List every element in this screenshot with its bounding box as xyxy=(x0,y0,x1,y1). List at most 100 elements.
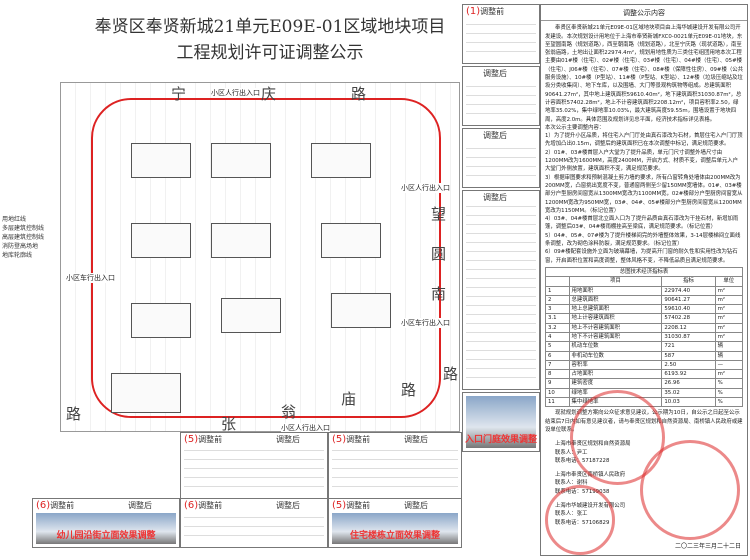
table-cell: 容积率 xyxy=(568,359,663,371)
table-cell: m² xyxy=(714,294,744,306)
table-cell: — xyxy=(714,359,744,371)
table-cell: 57402.28 xyxy=(661,313,716,324)
notice-closing: 现就规划调整方案向公众征求意见建议，公示期为10日，自公示之日起至公示结束后7日… xyxy=(545,410,743,433)
panel-num: (6) xyxy=(184,500,199,511)
panel-num: (5) xyxy=(332,500,347,511)
table-cell: 总建筑面积 xyxy=(568,294,663,306)
contact-phone: 联系电话：57199038 xyxy=(555,488,610,495)
table-cell: 2208.12 xyxy=(661,322,716,334)
table-cell: 3.2 xyxy=(545,322,570,334)
legend-item: 高层建筑控制线 xyxy=(2,234,45,241)
panel-label: 调整后 xyxy=(276,501,300,510)
table-cell: % xyxy=(714,397,744,408)
table-cell: 地上计容建筑面积 xyxy=(568,313,663,324)
building-block xyxy=(131,143,191,178)
building-block xyxy=(311,143,371,178)
panel-6-elevation: (6)调整前 调整后 xyxy=(180,498,328,548)
panel-label: 调整后 xyxy=(404,435,428,444)
contact-person: 联系人：尹工 xyxy=(555,449,588,456)
table-cell: 3.1 xyxy=(545,313,570,324)
adjustment-item: 3）根据审图要求和预制混凝土剪力墙的要求，所有凸窗转角处墙体由200MM改为20… xyxy=(545,174,743,214)
table-cell: 587 xyxy=(661,350,716,361)
table-cell: 8 xyxy=(545,369,570,380)
panel-label: 调整后 xyxy=(128,501,152,510)
table-cell: 6193.92 xyxy=(661,369,716,380)
table-cell: m² xyxy=(714,304,744,315)
legend-item: 多层建筑控制线 xyxy=(2,225,45,232)
road-label: 路 xyxy=(351,85,367,103)
panel-caption: 入口门庭效果调整 xyxy=(464,435,537,445)
road-label: 宁 xyxy=(171,85,187,103)
page-title: 奉贤区奉贤新城21单元E09E-01区域地块项目 工程规划许可证调整公示 xyxy=(90,14,450,66)
table-cell: 绿地率 xyxy=(568,387,663,399)
road-label: 圆 xyxy=(431,245,447,263)
panel-entrance: 入口门庭效果调整 xyxy=(462,392,540,452)
residential-photo xyxy=(332,513,458,544)
road-label: 庙 xyxy=(341,390,357,408)
items-heading: 本次公示主要调整内容： xyxy=(545,124,605,131)
panel-label: 调整后 xyxy=(404,501,428,510)
panel-num: (5) xyxy=(332,434,347,445)
panel-label: 调整后 xyxy=(483,131,507,140)
panel-5-elevation-b: (5)调整前 调整后 xyxy=(328,432,462,499)
table-cell: 6 xyxy=(545,350,570,361)
table-cell: 5 xyxy=(545,341,570,352)
contact-person: 联系人：张工 xyxy=(555,511,588,518)
contact-org: 上海市奉贤区南桥镇人民政府 xyxy=(555,472,626,479)
building-block xyxy=(321,223,381,258)
building-block xyxy=(131,223,191,258)
notice-intro: 奉贤区奉贤新城21单元E09E-01区域地块项目由上海华城建设开发有限公司开发建… xyxy=(545,25,744,123)
kindergarten-photo xyxy=(36,513,176,544)
adjustment-item: 2）01#、03#楼首层入户大堂为了提升品质，单元门尺寸调整外墙尺寸由1200M… xyxy=(545,149,739,173)
contact-block: 上海市华城建设开发有限公司联系人：张工联系电话：57106829 xyxy=(545,502,743,527)
panel-after: 调整后 xyxy=(462,128,540,188)
panel-label: 调整前 xyxy=(50,501,75,510)
panel-after: 调整后 xyxy=(462,190,540,390)
building-block xyxy=(131,303,191,338)
table-cell: 2.50 xyxy=(661,359,716,371)
road-label: 路 xyxy=(66,405,82,423)
building-block xyxy=(111,373,181,413)
table-cell: 31030.87 xyxy=(661,331,716,343)
legend: 用地红线 多层建筑控制线 高层建筑控制线 消防登高场地 地库轮廓线 xyxy=(2,215,44,260)
table-cell: 辆 xyxy=(714,350,744,361)
panel-num: (6) xyxy=(36,500,51,511)
table-cell: 22974.40 xyxy=(661,285,716,296)
table-cell: % xyxy=(714,378,744,389)
table-cell: 建筑密度 xyxy=(568,378,663,389)
entrance-label: 小区车行出入口 xyxy=(66,273,115,283)
notice-panel: 调整公示内容 奉贤区奉贤新城21单元E09E-01区域地块项目由上海华城建设开发… xyxy=(540,4,748,556)
contact-block: 上海市奉贤区规划和自然资源局联系人：尹工联系电话：57187228 xyxy=(545,440,743,465)
road-label: 翁 xyxy=(281,403,297,421)
contact-phone: 联系电话：57187228 xyxy=(555,457,610,464)
entrance-label: 小区人行出入口 xyxy=(211,88,260,98)
panel-label: 调整前 xyxy=(346,501,371,510)
table-cell: % xyxy=(714,387,744,399)
building-block xyxy=(211,223,271,258)
panel-num: (1) xyxy=(466,6,481,17)
building-block xyxy=(221,298,281,333)
table-cell: 集中绿地率 xyxy=(568,397,663,408)
panel-5-photo: (5)调整前 调整后 住宅楼栋立面效果调整 xyxy=(328,498,462,548)
table-cell: 90641.27 xyxy=(661,294,716,306)
table-cell: 3 xyxy=(545,304,570,315)
table-cell: m² xyxy=(714,331,744,343)
table-cell: 2 xyxy=(545,294,570,306)
road-label: 南 xyxy=(431,285,447,303)
table-cell: 59610.40 xyxy=(661,304,716,315)
adjustment-item: 6）09#楼配套设施外立面为玻璃幕墙，为提高开门窗的耐久性和实用性改为钻石窗，开… xyxy=(545,249,738,264)
table-cell: 地上总建筑面积 xyxy=(568,304,663,315)
notice-heading: 调整公示内容 xyxy=(541,7,747,22)
table-cell: m² xyxy=(714,313,744,324)
adjustment-item: 5）04#、05#、07#楼为了提升楼梯间完的外墙整体效果，3-14层楼梯间立面… xyxy=(545,232,741,248)
table-cell: m² xyxy=(714,369,744,380)
